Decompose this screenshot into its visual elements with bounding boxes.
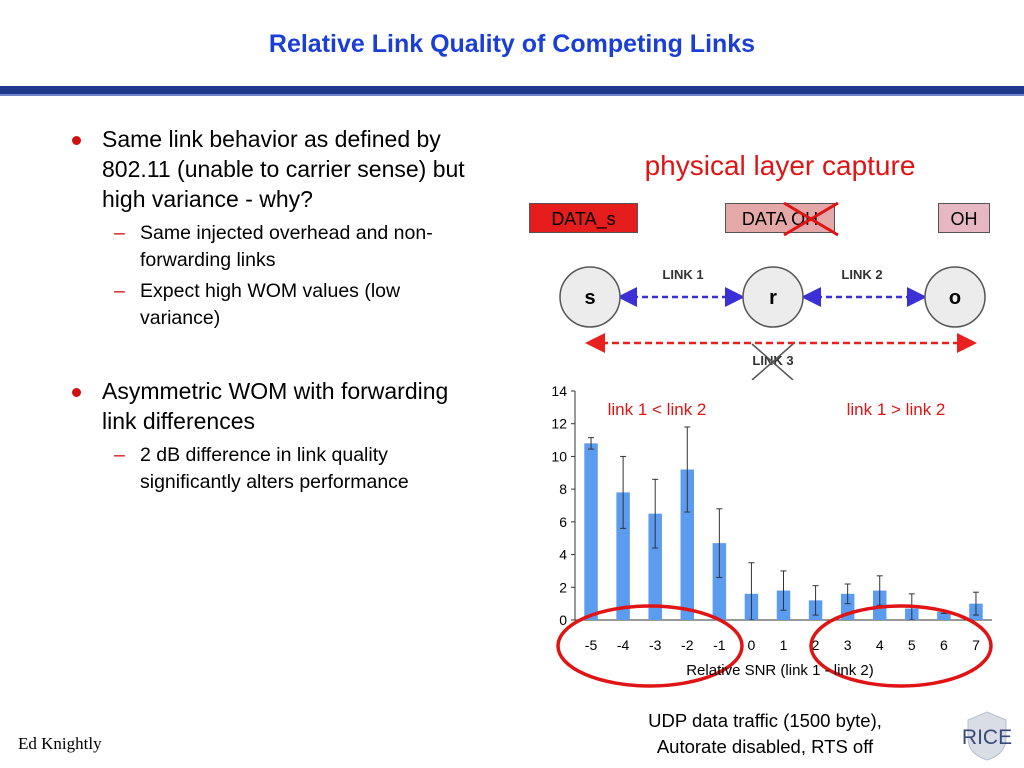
link3-cross-icon bbox=[751, 343, 794, 380]
bullet-dot-icon bbox=[72, 136, 81, 145]
packet-data: DATA_s bbox=[529, 203, 638, 233]
y-tick-label: 8 bbox=[559, 481, 567, 497]
author-footer: Ed Knightly bbox=[18, 734, 102, 753]
node-r-label: r bbox=[769, 287, 777, 309]
y-tick-label: 10 bbox=[551, 448, 567, 464]
sub-bullet-item: –Same injected overhead and non-forwardi… bbox=[72, 220, 472, 274]
y-tick-label: 6 bbox=[559, 514, 567, 530]
x-tick-label: -1 bbox=[713, 637, 726, 653]
bar bbox=[680, 469, 695, 620]
bullet-dot-icon bbox=[72, 388, 81, 397]
sub-bullet-text: Same injected overhead and non-forwardin… bbox=[140, 222, 433, 271]
packet-oh: OH bbox=[938, 203, 990, 233]
highlight-ellipse-right bbox=[809, 604, 993, 688]
x-tick-label: 0 bbox=[748, 637, 756, 653]
y-tick-label: 4 bbox=[559, 547, 567, 563]
y-tick-label: 12 bbox=[551, 416, 567, 432]
x-tick-label: 5 bbox=[908, 637, 916, 653]
bar bbox=[648, 513, 662, 620]
x-tick-label: -5 bbox=[585, 637, 598, 653]
sub-bullet-text: Expect high WOM values (low variance) bbox=[140, 280, 401, 329]
slide-title: Relative Link Quality of Competing Links bbox=[268, 30, 756, 58]
x-tick-label: -2 bbox=[681, 637, 694, 653]
title-rule bbox=[0, 86, 1024, 94]
node-o bbox=[924, 266, 986, 328]
bar bbox=[584, 443, 598, 620]
x-tick-label: -4 bbox=[617, 637, 630, 653]
x-tick-label: 4 bbox=[876, 637, 884, 653]
packet-cross-icon bbox=[783, 201, 839, 237]
caption: UDP data traffic (1500 byte), Autorate d… bbox=[580, 708, 950, 760]
x-tick-label: -3 bbox=[649, 637, 662, 653]
sub-bullet-text: 2 dB difference in link quality signific… bbox=[140, 444, 409, 493]
x-tick-label: 6 bbox=[940, 637, 948, 653]
y-tick-label: 2 bbox=[559, 579, 567, 595]
sub-bullet-item: –2 dB difference in link quality signifi… bbox=[72, 442, 472, 496]
diagram-heading: physical layer capture bbox=[644, 150, 916, 181]
caption-line: Autorate disabled, RTS off bbox=[656, 736, 874, 757]
bullet-item: Same link behavior as defined by 802.11 … bbox=[72, 124, 472, 214]
link3-label: LINK 3 bbox=[752, 353, 793, 368]
rice-logo: RICE bbox=[962, 711, 1012, 761]
node-r bbox=[742, 266, 804, 328]
bar bbox=[616, 492, 630, 620]
bar bbox=[712, 543, 727, 620]
node-s-label: s bbox=[584, 287, 595, 309]
bullet-text: Asymmetric WOM with forwarding link diff… bbox=[102, 378, 449, 434]
link1-label: LINK 1 bbox=[662, 267, 703, 282]
node-s bbox=[559, 266, 621, 328]
svg-text:RICE: RICE bbox=[962, 726, 1012, 749]
packet-collided: DATA OH bbox=[725, 203, 835, 233]
bullet-item: Asymmetric WOM with forwarding link diff… bbox=[72, 376, 472, 436]
bullet-text: Same link behavior as defined by 802.11 … bbox=[102, 126, 465, 212]
sub-bullet-item: –Expect high WOM values (low variance) bbox=[72, 278, 472, 332]
annotation-left: link 1 < link 2 bbox=[608, 400, 707, 419]
topology-diagram: s r o LINK 1 LINK 2 LINK 3 bbox=[559, 201, 986, 380]
x-tick-label: 1 bbox=[780, 637, 788, 653]
bullet-list: Same link behavior as defined by 802.11 … bbox=[72, 124, 472, 500]
x-tick-label: 2 bbox=[812, 637, 820, 653]
chart-xlabel: Relative SNR (link 1 - link 2) bbox=[686, 662, 874, 679]
dash-icon: – bbox=[114, 222, 125, 244]
y-tick-label: 0 bbox=[559, 612, 567, 628]
x-tick-label: 7 bbox=[972, 637, 980, 653]
highlight-ellipse-left bbox=[556, 604, 744, 688]
bar bbox=[937, 611, 951, 620]
dash-icon: – bbox=[114, 280, 125, 302]
dash-icon: – bbox=[114, 444, 125, 466]
node-o-label: o bbox=[949, 287, 961, 309]
y-tick-label: 14 bbox=[551, 383, 567, 399]
link2-label: LINK 2 bbox=[841, 267, 882, 282]
x-tick-label: 3 bbox=[844, 637, 852, 653]
annotation-right: link 1 > link 2 bbox=[847, 400, 946, 419]
title-rule-thin bbox=[0, 94, 1024, 96]
caption-line: UDP data traffic (1500 byte), bbox=[648, 710, 882, 731]
